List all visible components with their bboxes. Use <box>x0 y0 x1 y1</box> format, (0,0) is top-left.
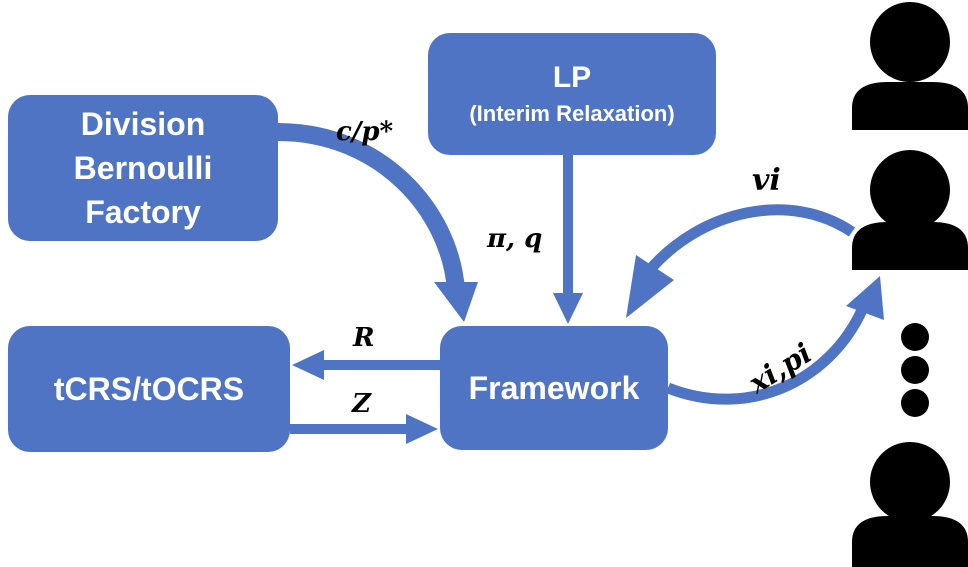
label-z: Z <box>351 389 372 419</box>
arrowhead-x-p <box>846 276 884 320</box>
arrowhead-r <box>292 350 324 380</box>
arrow-x-p <box>666 307 868 405</box>
label-c-over-p: c/p* <box>336 117 394 147</box>
label-r: R <box>352 323 375 353</box>
arrow-division-to-framework <box>277 123 465 291</box>
division-line-2: Bernoulli <box>73 150 213 186</box>
lp-subtitle: (Interim Relaxation) <box>469 101 675 126</box>
person-icon <box>852 2 968 130</box>
arrowhead-lp-to-framework <box>553 293 583 324</box>
arrowhead-v-i <box>626 255 674 318</box>
tcrs-label: tCRS/tOCRS <box>53 370 245 407</box>
framework-label: Framework <box>468 369 640 406</box>
arrow-r <box>322 360 440 370</box>
arrow-z <box>290 424 408 434</box>
division-line-3: Factory <box>85 194 201 230</box>
ellipsis-dot-icon <box>901 323 929 417</box>
label-v-i: vi <box>752 163 781 198</box>
person-icon <box>852 442 968 567</box>
person-icon <box>852 150 968 270</box>
framework-box: Framework <box>440 326 668 450</box>
arrowhead-division-to-framework <box>434 282 478 322</box>
tcrs-box: tCRS/tOCRS <box>8 326 290 452</box>
lp-title: LP <box>552 61 592 94</box>
division-line-1: Division <box>80 106 206 142</box>
division-bernoulli-factory-box: Division Bernoulli Factory <box>8 95 278 241</box>
label-pi-q: π, q <box>486 224 542 254</box>
lp-box: LP (Interim Relaxation) <box>428 33 716 155</box>
arrow-v-i <box>643 204 856 276</box>
arrow-lp-to-framework <box>563 155 573 295</box>
arrowhead-z <box>406 414 438 444</box>
